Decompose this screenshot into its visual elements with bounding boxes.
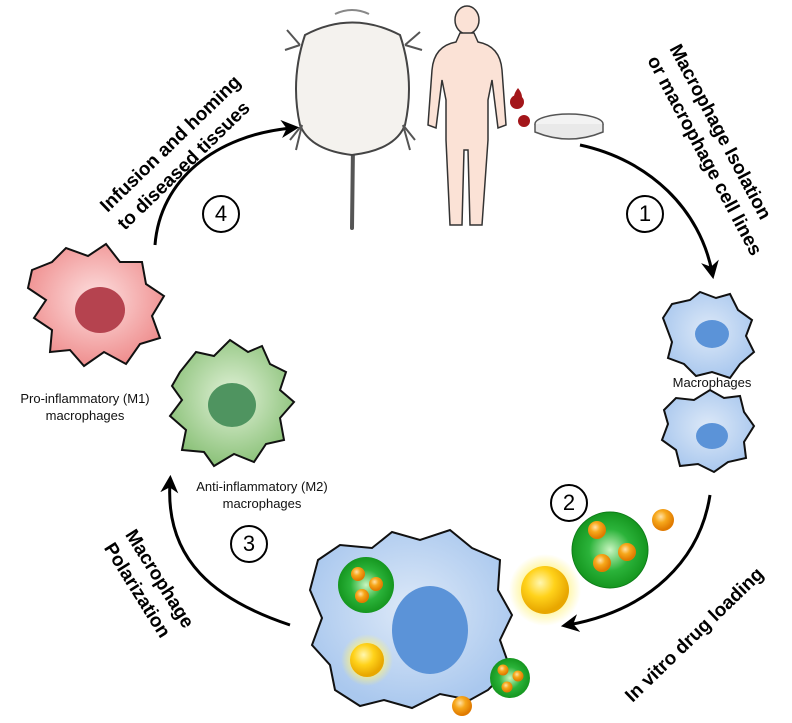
m2-label-line1: Anti-inflammatory (M2) bbox=[196, 479, 328, 494]
m2-label-line2: macrophages bbox=[222, 496, 302, 511]
arrow-step4 bbox=[153, 120, 300, 246]
m1-label: Pro-inflammatory (M1) macrophages bbox=[10, 390, 160, 424]
drug-vesicle-small bbox=[490, 658, 530, 698]
m1-label-line2: macrophages bbox=[45, 408, 125, 423]
human-illustration bbox=[427, 5, 507, 226]
m1-label-line1: Pro-inflammatory (M1) bbox=[20, 391, 150, 406]
m2-label: Anti-inflammatory (M2) macrophages bbox=[182, 478, 342, 512]
drug-particle bbox=[652, 509, 674, 531]
drug-vesicle-large bbox=[571, 511, 649, 589]
drug-particle-small bbox=[452, 696, 472, 716]
gold-particle bbox=[521, 566, 569, 614]
macrophage-cell-top bbox=[661, 290, 756, 380]
arrow-step1 bbox=[579, 143, 719, 280]
m2-macrophage bbox=[168, 338, 296, 468]
step-number-2: 2 bbox=[550, 484, 588, 522]
mouse-illustration bbox=[284, 9, 423, 230]
drug-loaded-macrophage bbox=[308, 528, 514, 710]
step-number-3: 3 bbox=[230, 525, 268, 563]
step-number-1: 1 bbox=[626, 195, 664, 233]
petri-dish bbox=[534, 113, 604, 140]
m1-macrophage bbox=[26, 242, 166, 368]
arrow-step3 bbox=[160, 474, 291, 627]
macrophage-cell-bottom bbox=[660, 388, 756, 474]
arrow-step2 bbox=[560, 494, 712, 632]
macrophages-label: Macrophages bbox=[672, 375, 752, 390]
step-number-4: 4 bbox=[202, 195, 240, 233]
